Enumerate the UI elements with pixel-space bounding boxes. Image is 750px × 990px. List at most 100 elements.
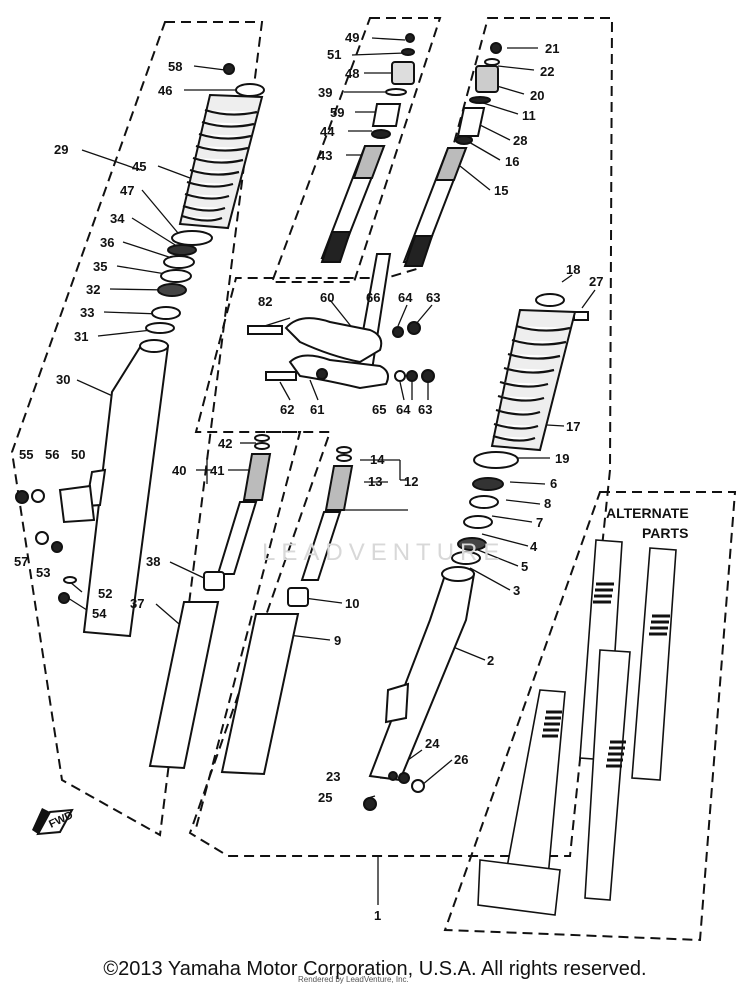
callout-51: 51 [327,47,341,62]
bolt-26 [411,779,425,793]
callout-3: 3 [513,583,520,598]
callout-8: 8 [544,496,551,511]
leader-line [479,101,519,115]
callout-52: 52 [98,586,112,601]
fwd-direction-mark: FWD [32,808,75,836]
washer-23 [388,771,398,781]
leader-line [477,549,519,567]
washer-5 [451,551,481,565]
leader-line [581,289,596,309]
damper-rod-9 [220,613,300,776]
leader-line [505,499,541,505]
callout-37: 37 [130,596,144,611]
callout-31: 31 [74,329,88,344]
callout-23: 23 [326,769,340,784]
left-fork-assembly [15,63,265,638]
callout-29: 29 [54,142,68,157]
leader-line [81,149,141,171]
left-damper-assembly [148,434,272,770]
callout-2: 2 [487,653,494,668]
leader-line [309,379,319,401]
seal-6 [472,477,504,491]
callout-32: 32 [86,282,100,297]
leader-line [303,597,343,604]
leader-line [469,567,511,591]
leader-line [97,329,153,337]
leader-line [491,515,533,523]
clip-33 [151,306,181,320]
callout-12: 12 [404,474,418,489]
callout-50: 50 [71,447,85,462]
leader-line [169,561,205,579]
callout-63-upper: 63 [426,290,440,305]
leader-line [454,161,491,191]
bolt-82 [247,325,283,335]
seal-36 [163,255,195,269]
washer-8 [469,495,499,509]
callout-28: 28 [513,133,527,148]
callout-40: 40 [172,463,186,478]
callout-53: 53 [36,565,50,580]
callout-49: 49 [345,30,359,45]
leader-line [141,189,179,234]
bushing-31 [145,322,175,334]
callout-54: 54 [92,606,107,621]
lower-tube-group-outline [194,431,302,833]
callout-11: 11 [522,108,536,123]
leader-line [397,304,408,327]
alternate-title-line2: PARTS [642,525,688,541]
leader-line [193,65,226,71]
callout-6: 6 [550,476,557,491]
callout-10: 10 [345,596,359,611]
callout-63-lower: 63 [418,402,432,417]
leader-line [561,274,573,283]
callout-9: 9 [334,633,341,648]
callout-15: 15 [494,183,508,198]
callout-5: 5 [521,559,528,574]
callout-48: 48 [345,66,359,81]
alternate-parts-title: ALTERNATE PARTS [606,505,689,541]
piece-38 [203,571,225,591]
seal-4 [457,537,487,551]
watermark: LEADVENTURE [262,539,505,566]
washer-32 [157,283,187,297]
callout-61: 61 [310,402,324,417]
callout-26: 26 [454,752,468,767]
leader-line [497,65,535,71]
callout-7: 7 [536,515,543,530]
callout-82: 82 [258,294,272,309]
callout-55: 55 [19,447,33,462]
callout-62: 62 [280,402,294,417]
piece-10 [287,587,309,607]
callout-45: 45 [132,159,146,174]
leader-line [509,481,546,485]
left-inner-tube-assembly [320,33,415,263]
left-fork-group-outline [10,21,264,837]
clamp-47 [171,230,213,246]
leader-line [157,165,191,179]
right-damper-assembly [220,446,354,776]
callout-16: 16 [505,154,519,169]
callout-43: 43 [318,148,332,163]
callout-46: 46 [158,83,172,98]
fork-boot-17 [490,308,577,452]
callout-56: 56 [45,447,59,462]
callout-59: 59 [330,105,344,120]
leader-line [371,37,406,41]
callout-17: 17 [566,419,580,434]
callout-47: 47 [120,183,134,198]
callout-60: 60 [320,290,334,305]
callout-42: 42 [218,436,232,451]
callout-25: 25 [318,790,332,805]
callout-22: 22 [540,64,554,79]
callout-20: 20 [530,88,544,103]
alternate-title-line1: ALTERNATE [606,505,689,521]
alternate-parts-outline [443,491,737,942]
leader-line [407,749,423,761]
bolt-57 [35,531,49,545]
washer-56 [31,489,45,503]
callout-65: 65 [372,402,386,417]
callout-64-lower: 64 [396,402,411,417]
callout-34: 34 [110,211,125,226]
